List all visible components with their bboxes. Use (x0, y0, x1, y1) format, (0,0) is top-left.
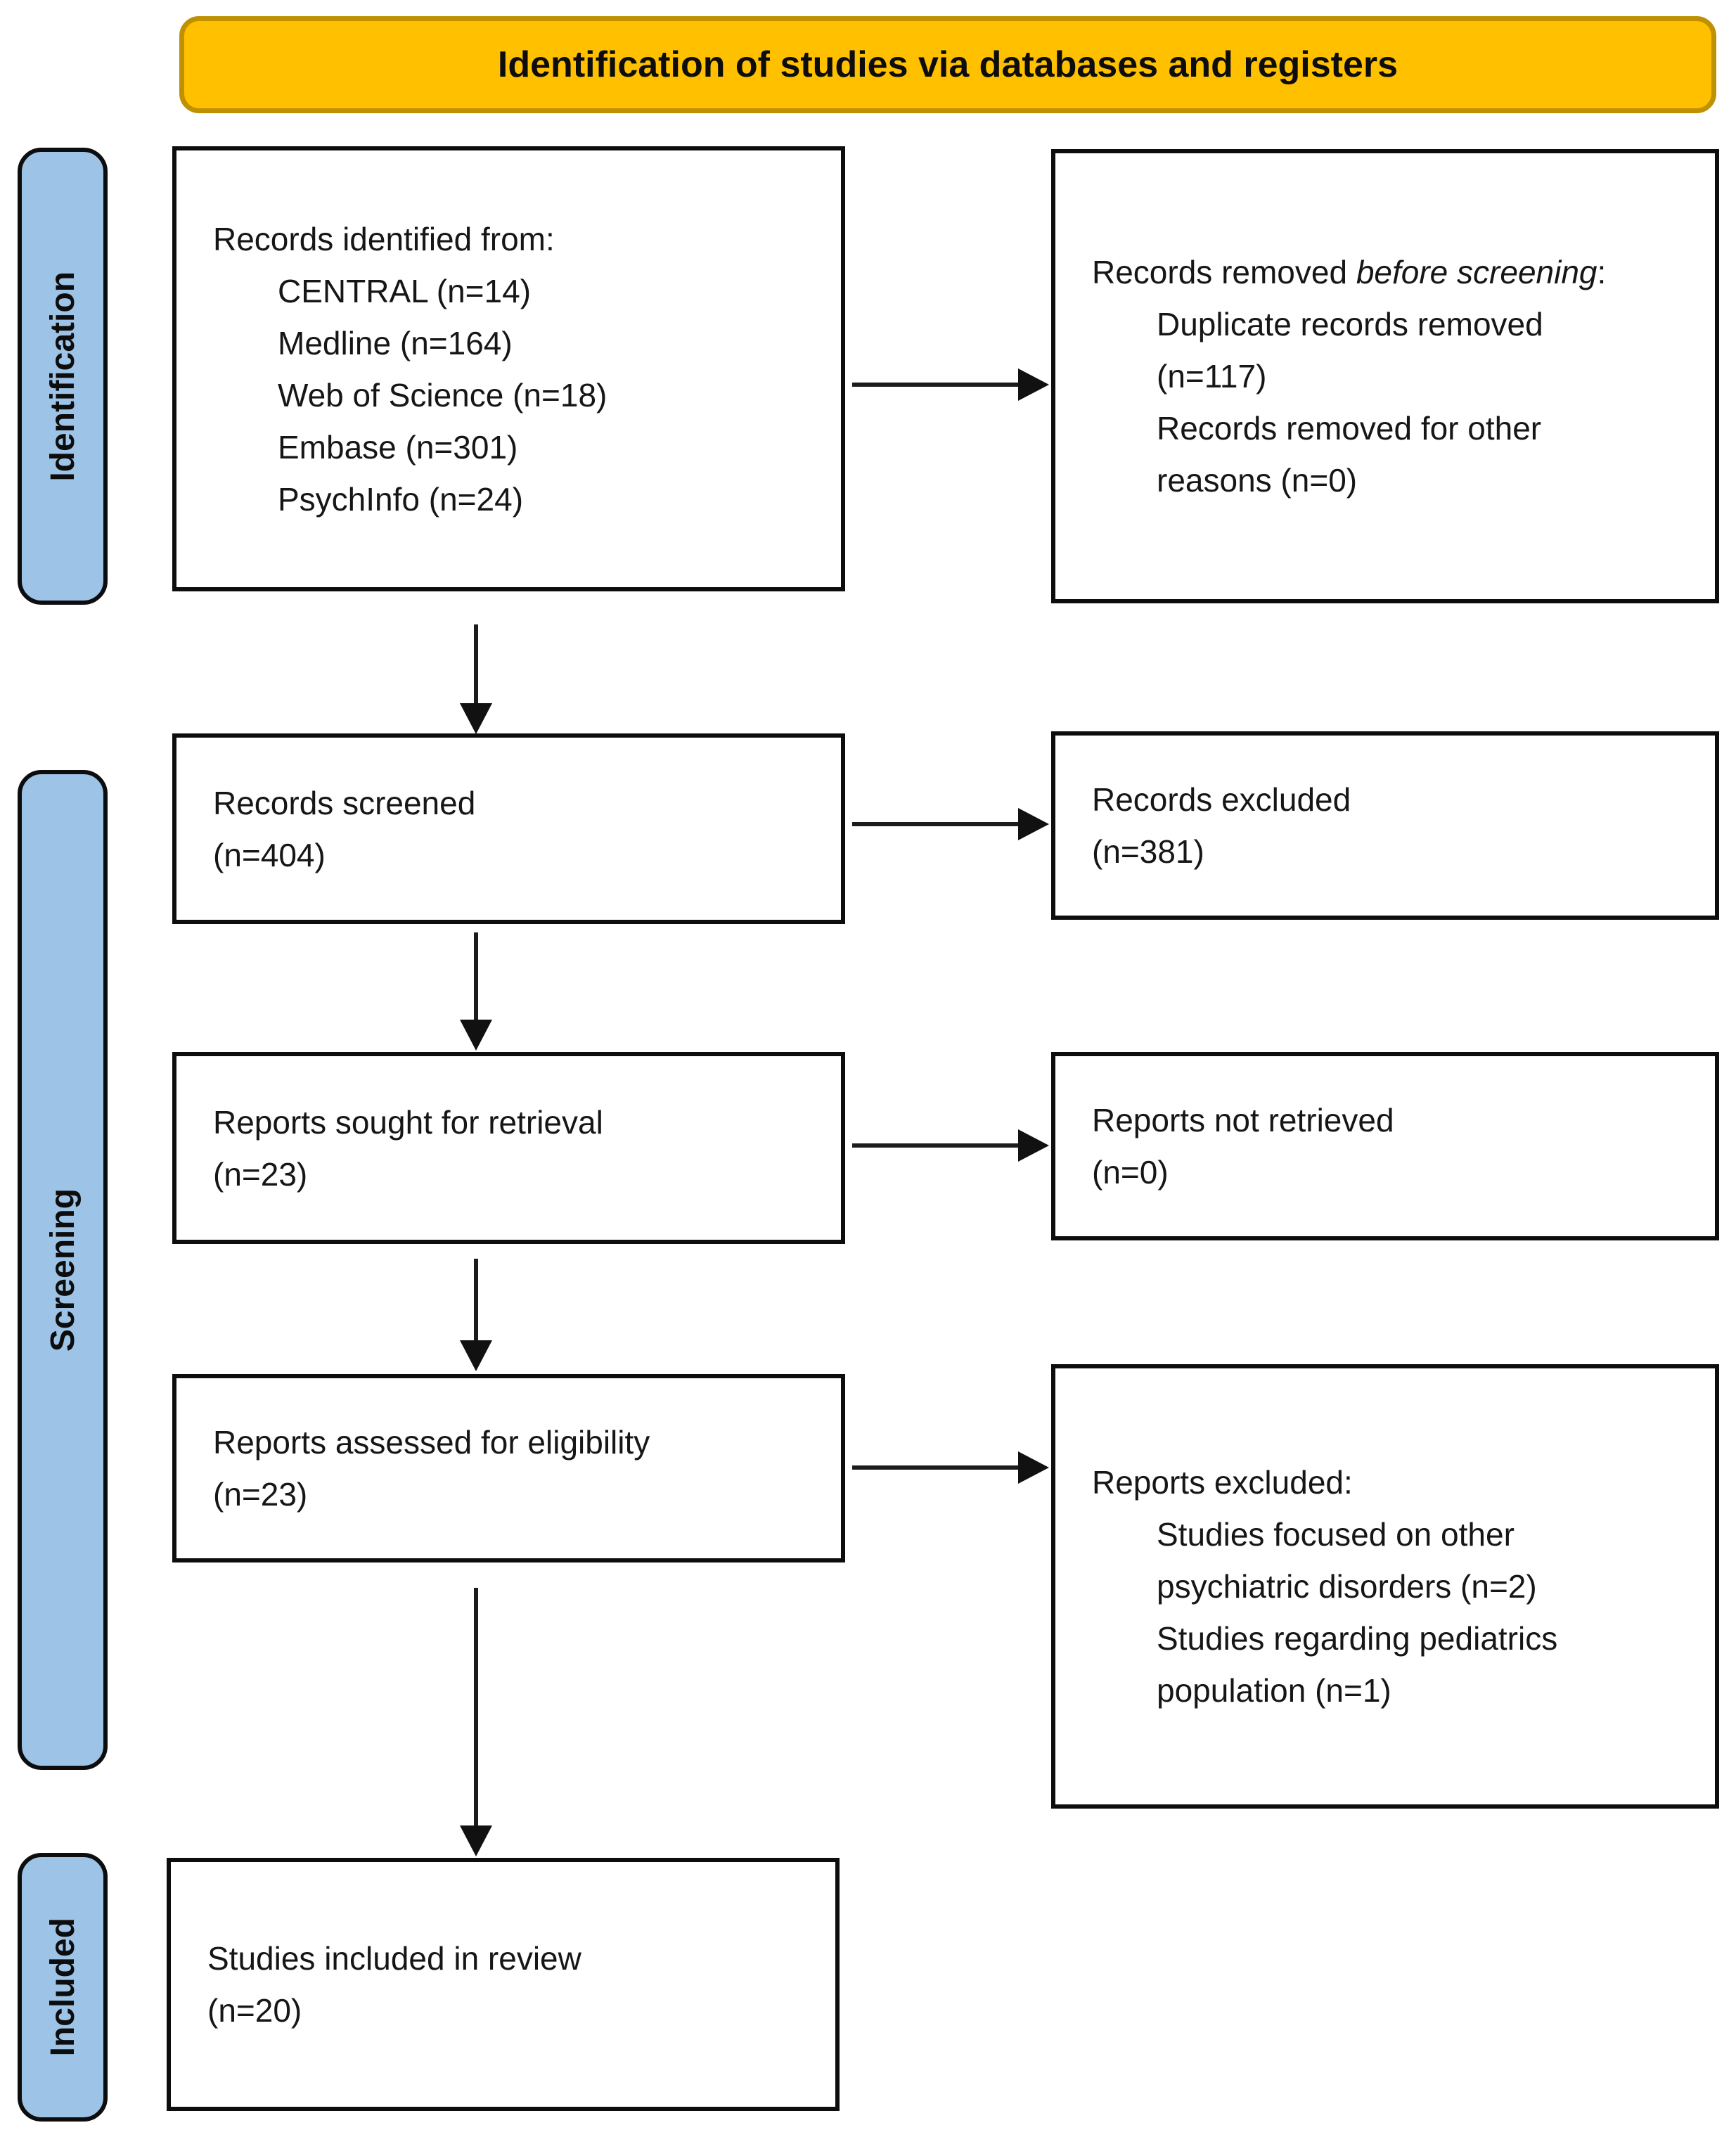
box-title: Records removed before screening: (1092, 254, 1607, 290)
box-records-removed: Records removed before screening: Duplic… (1051, 149, 1719, 603)
italic-phrase: before screening (1356, 254, 1597, 290)
count-line: (n=404) (213, 836, 326, 873)
box-reports-sought: Reports sought for retrieval (n=23) (172, 1052, 845, 1244)
box-records-identified: Records identified from: CENTRAL (n=14) … (172, 146, 845, 591)
arrowhead-right-icon (1018, 1451, 1049, 1484)
arrowhead-right-icon (1018, 368, 1049, 401)
count-line: (n=0) (1092, 1154, 1169, 1191)
arrowhead-down-icon (460, 1825, 492, 1856)
arrowhead-right-icon (1018, 808, 1049, 840)
count-line: (n=23) (213, 1476, 308, 1513)
arrowhead-down-icon (460, 1020, 492, 1051)
arrow-shaft (474, 1588, 478, 1827)
box-title: Records identified from: (213, 220, 555, 257)
list-item: Web of Science (n=18) (278, 376, 607, 413)
box-records-excluded: Records excluded (n=381) (1051, 731, 1719, 920)
arrowhead-down-icon (460, 703, 492, 734)
box-reports-not-retrieved: Reports not retrieved (n=0) (1051, 1052, 1719, 1240)
count-line: (n=381) (1092, 833, 1204, 870)
arrow-shaft (852, 1465, 1021, 1470)
stage-label-identification: Identification (18, 148, 108, 605)
box-title: Reports excluded: (1092, 1464, 1353, 1501)
arrow-shaft (852, 1143, 1021, 1148)
arrow-shaft (474, 624, 478, 705)
box-reports-assessed: Reports assessed for eligibility (n=23) (172, 1374, 845, 1562)
box-reports-excluded: Reports excluded: Studies focused on oth… (1051, 1364, 1719, 1809)
banner-title: Identification of studies via databases … (179, 16, 1716, 113)
banner-title-text: Identification of studies via databases … (497, 44, 1399, 85)
box-studies-included: Studies included in review (n=20) (167, 1858, 840, 2111)
arrow-shaft (474, 1259, 478, 1342)
stage-label-included: Included (18, 1853, 108, 2122)
list-item: Embase (n=301) (278, 428, 518, 466)
count-line: (n=20) (207, 1992, 302, 2029)
list-item: Medline (n=164) (278, 324, 513, 361)
list-item: Duplicate records removed (n=117) (1157, 306, 1543, 394)
arrow-shaft (852, 822, 1021, 826)
list-item: PsychInfo (n=24) (278, 480, 524, 518)
arrow-shaft (474, 932, 478, 1021)
box-records-screened: Records screened (n=404) (172, 733, 845, 924)
list-item: Studies focused on other psychiatric dis… (1157, 1516, 1537, 1605)
list-item: Studies regarding pediatrics population … (1157, 1620, 1558, 1709)
arrowhead-down-icon (460, 1340, 492, 1371)
count-line: (n=23) (213, 1155, 308, 1193)
arrow-shaft (852, 383, 1021, 387)
arrowhead-right-icon (1018, 1129, 1049, 1162)
list-item: CENTRAL (n=14) (278, 272, 532, 309)
stage-label-screening: Screening (18, 770, 108, 1770)
list-item: Records removed for other reasons (n=0) (1157, 410, 1542, 499)
